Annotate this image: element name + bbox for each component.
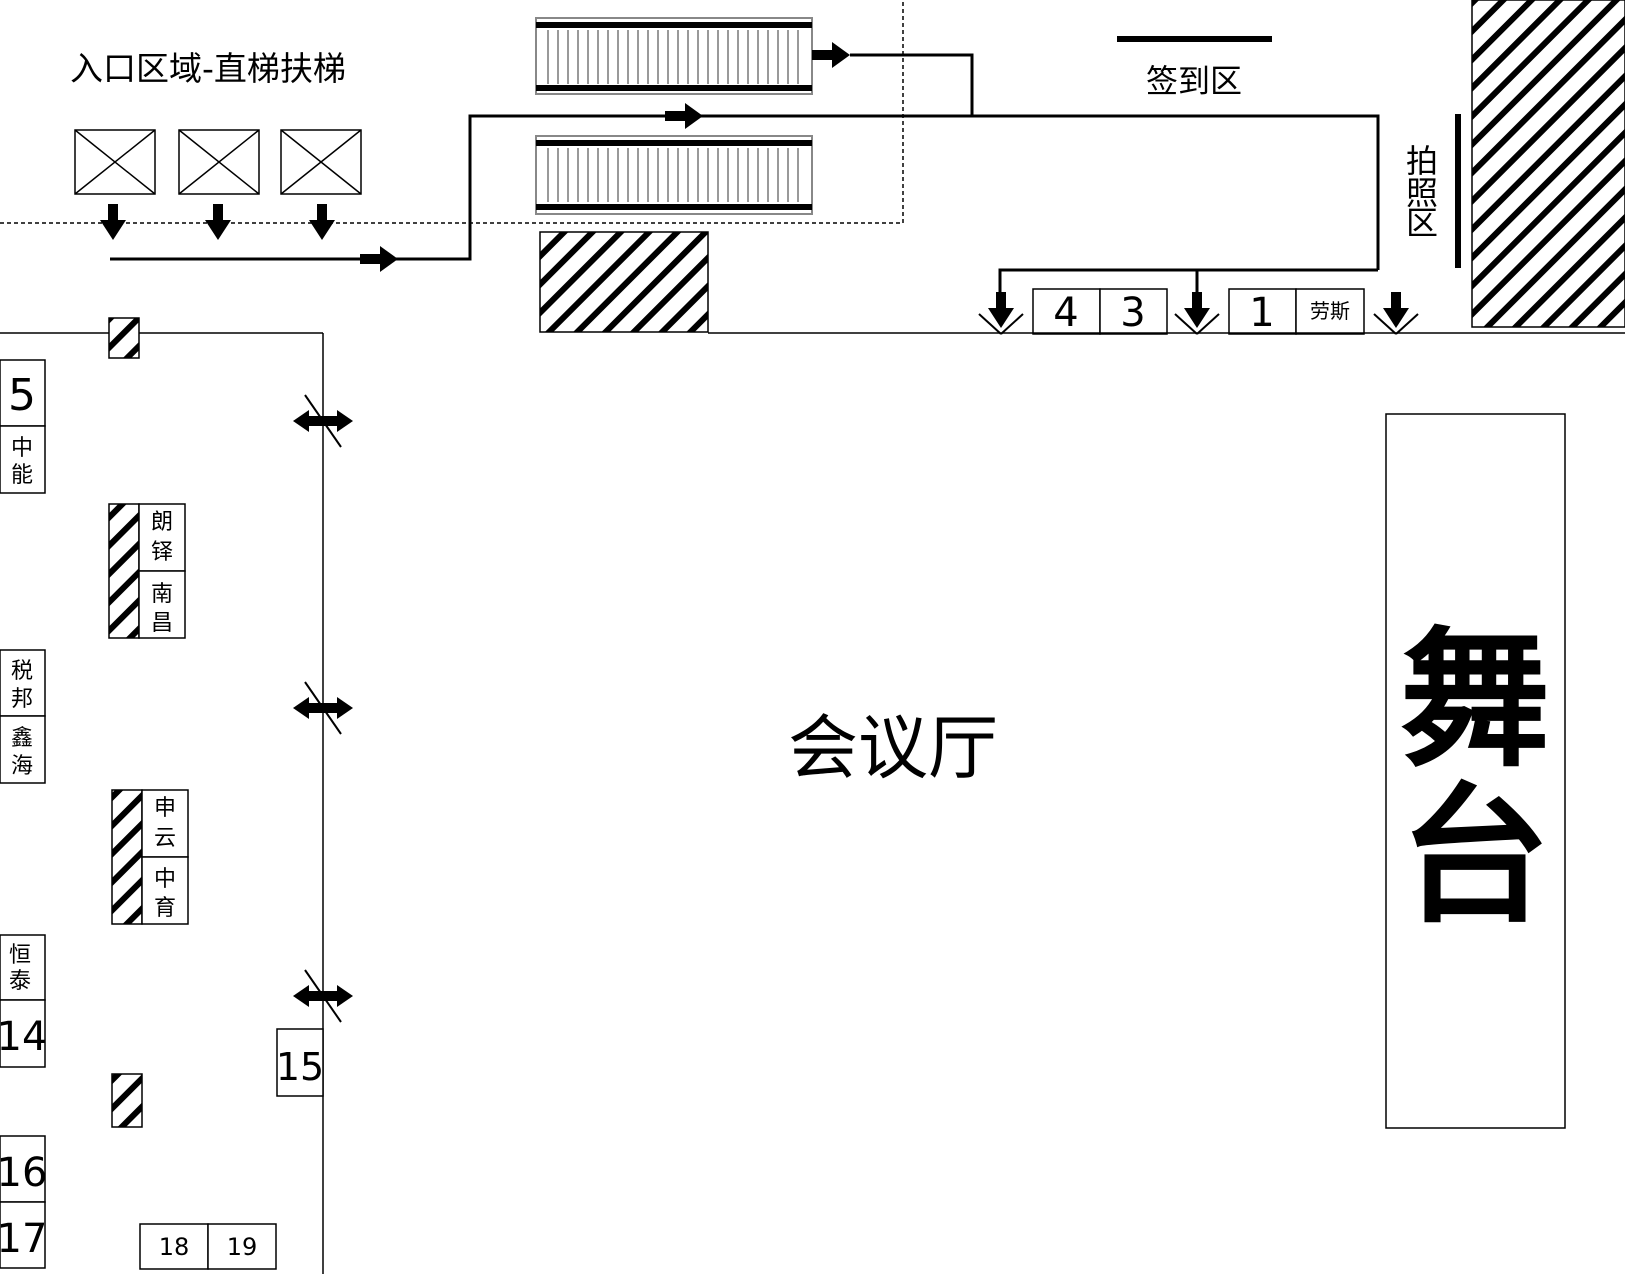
hatched-block <box>108 503 140 639</box>
right-arrow-icon <box>360 246 398 272</box>
svg-text:育: 育 <box>154 896 176 921</box>
svg-text:3: 3 <box>1120 290 1145 336</box>
right-arrow-icon <box>665 103 703 129</box>
booth-17: 17 <box>0 1201 47 1269</box>
svg-text:4: 4 <box>1053 290 1078 336</box>
entrance-area-label: 入口区域-直梯扶梯 <box>70 49 346 88</box>
entrance-zone-boundary <box>0 0 904 224</box>
elevator-1 <box>74 129 156 195</box>
elevator-2 <box>178 129 260 195</box>
svg-text:18: 18 <box>159 1233 190 1261</box>
svg-text:1: 1 <box>1249 290 1274 336</box>
hatched-block <box>111 789 143 925</box>
elevator-3 <box>280 129 362 195</box>
svg-text:申: 申 <box>154 796 176 821</box>
stage-label: 舞 台 <box>1400 614 1550 944</box>
svg-text:14: 14 <box>0 1014 47 1060</box>
svg-text:云: 云 <box>154 826 176 851</box>
svg-text:能: 能 <box>11 463 33 488</box>
hatched-block <box>108 317 140 359</box>
right-arrow-icon <box>812 42 850 68</box>
booth-3: 3 <box>1099 288 1168 336</box>
escalator-1 <box>535 17 813 95</box>
booth-laosi: 劳斯 <box>1295 288 1365 335</box>
svg-text:恒: 恒 <box>9 943 31 968</box>
svg-text:拍: 拍 <box>1406 142 1438 180</box>
booth-langyi: 朗 铎 <box>138 503 186 572</box>
route-line <box>110 114 1380 270</box>
svg-text:5: 5 <box>8 370 36 421</box>
booth-hengtai: 恒 泰 <box>0 934 46 1001</box>
booth-1: 1 <box>1228 288 1297 336</box>
booth-xinhai: 鑫 海 <box>0 715 46 784</box>
down-arrow-icon <box>205 204 231 240</box>
svg-text:中: 中 <box>11 436 33 461</box>
booth-4: 4 <box>1032 288 1101 336</box>
booth-zhongneng: 中 能 <box>0 425 46 494</box>
svg-text:区: 区 <box>1406 204 1438 242</box>
svg-text:税: 税 <box>11 659 33 684</box>
svg-text:邦: 邦 <box>11 687 33 712</box>
svg-text:昌: 昌 <box>151 611 173 636</box>
booth-shuibang: 税 邦 <box>0 649 46 717</box>
hatched-block <box>1471 0 1625 328</box>
entrance-arrow-icon <box>1174 292 1220 335</box>
booth-14: 14 <box>0 999 47 1068</box>
hatched-block <box>539 231 709 333</box>
svg-text:19: 19 <box>227 1233 258 1261</box>
booth-shenyun: 申 云 <box>141 789 189 858</box>
sign-in-label: 签到区 <box>1146 62 1242 100</box>
entrance-arrow-icon <box>1373 292 1419 335</box>
escalator-2 <box>535 135 813 215</box>
svg-text:劳斯: 劳斯 <box>1310 299 1350 323</box>
svg-text:铎: 铎 <box>151 540 173 565</box>
svg-text:17: 17 <box>0 1216 47 1262</box>
svg-text:照: 照 <box>1406 174 1438 212</box>
booth-nanchang: 南 昌 <box>138 570 186 639</box>
booth-18: 18 <box>139 1223 209 1270</box>
stage-label-char: 台 <box>1400 770 1550 944</box>
route-line <box>850 53 974 116</box>
down-arrow-icon <box>100 204 126 240</box>
booth-5: 5 <box>0 359 46 427</box>
booth-15: 15 <box>276 1028 324 1097</box>
svg-text:海: 海 <box>11 754 33 779</box>
route-line <box>998 268 1378 300</box>
svg-text:15: 15 <box>276 1045 324 1089</box>
booth-zhongyu: 中 育 <box>141 856 189 925</box>
svg-text:16: 16 <box>0 1150 47 1196</box>
booth-19: 19 <box>207 1223 277 1270</box>
hall-label: 会议厅 <box>788 707 998 789</box>
svg-text:鑫: 鑫 <box>11 726 33 751</box>
svg-text:中: 中 <box>154 867 176 892</box>
down-arrow-icon <box>309 204 335 240</box>
svg-text:舞: 舞 <box>1400 614 1550 788</box>
svg-text:南: 南 <box>151 582 173 607</box>
entrance-arrow-icon <box>978 292 1024 335</box>
booth-16: 16 <box>0 1135 47 1203</box>
svg-text:朗: 朗 <box>151 510 173 535</box>
stage <box>1385 413 1566 1129</box>
hatched-block <box>111 1073 143 1128</box>
photo-zone-label: 拍 照 区 <box>1406 142 1438 242</box>
svg-text:泰: 泰 <box>9 969 31 994</box>
